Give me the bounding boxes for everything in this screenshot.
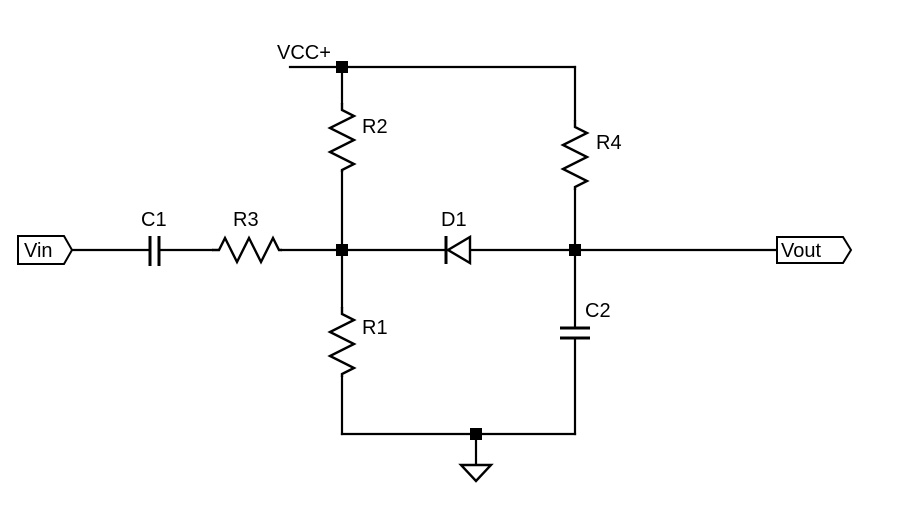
input-port-vin: Vin bbox=[17, 235, 74, 265]
resistor-r2: R2 bbox=[327, 103, 388, 172]
d1-label: D1 bbox=[441, 209, 467, 231]
vcc-supply: VCC+ bbox=[277, 42, 331, 64]
c2-label: C2 bbox=[585, 300, 611, 322]
c1-label: C1 bbox=[141, 209, 167, 231]
capacitor-c1: C1 bbox=[141, 209, 167, 266]
junction-input-node bbox=[336, 244, 348, 256]
r1-label: R1 bbox=[362, 317, 388, 339]
resistor-r4: R4 bbox=[560, 120, 622, 190]
wires bbox=[70, 65, 779, 467]
junctions bbox=[336, 61, 581, 440]
r3-label: R3 bbox=[233, 209, 259, 231]
vout-label: Vout bbox=[781, 240, 821, 262]
capacitor-c2: C2 bbox=[560, 300, 611, 340]
ground-symbol-icon bbox=[458, 463, 494, 483]
diode-d1: D1 bbox=[441, 209, 472, 266]
r4-label: R4 bbox=[596, 132, 622, 154]
junction-output-node bbox=[569, 244, 581, 256]
resistor-r3: R3 bbox=[212, 209, 282, 265]
r2-label: R2 bbox=[362, 116, 388, 138]
vin-label: Vin bbox=[24, 240, 53, 262]
vcc-label: VCC+ bbox=[277, 42, 331, 64]
output-port-vout: Vout bbox=[776, 236, 853, 264]
junction-ground bbox=[470, 428, 482, 440]
resistor-r1: R1 bbox=[327, 307, 388, 377]
junction-vcc bbox=[336, 61, 348, 73]
